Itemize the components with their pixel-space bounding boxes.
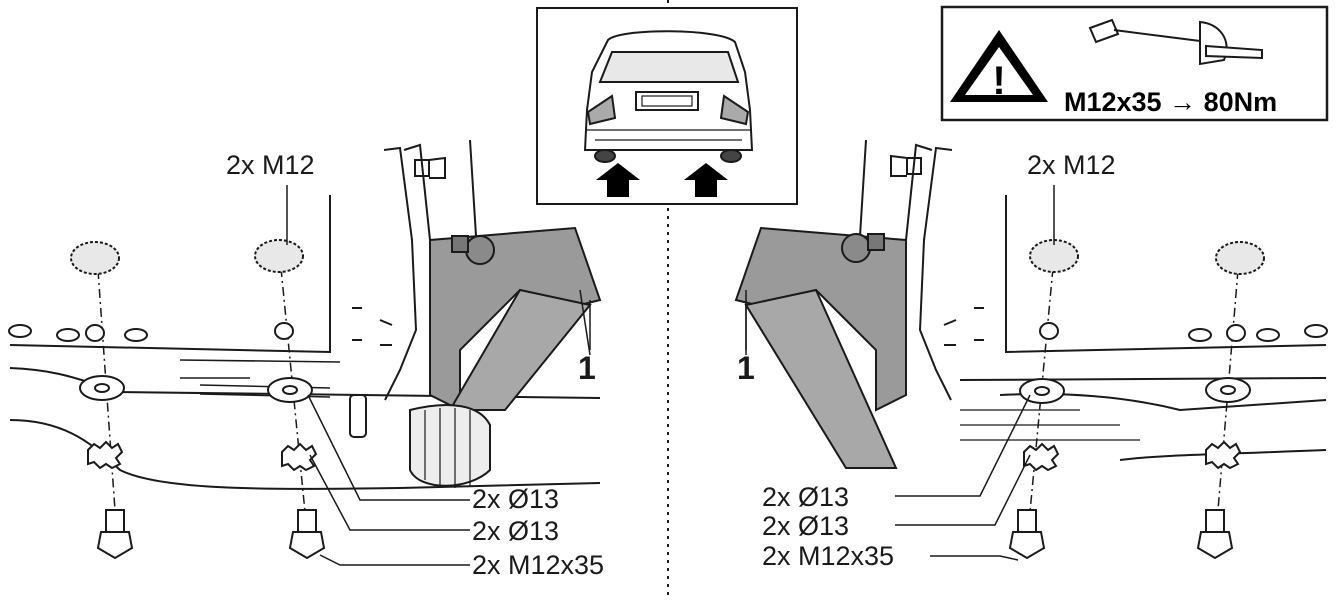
left-washer-label: 2x Ø13 <box>472 484 560 514</box>
left-fastener-stack-inner <box>254 239 326 560</box>
left-part-number: 1 <box>578 350 596 386</box>
right-washer-leader <box>895 394 1031 497</box>
up-arrow-icon <box>684 163 728 197</box>
left-bolt-label: 2x M12x35 <box>472 550 605 580</box>
left-washer-leader <box>307 394 470 501</box>
right-crossbar-part-1 <box>734 226 907 469</box>
left-lockwasher-label: 2x Ø13 <box>472 516 560 546</box>
left-lockwasher-leader <box>309 454 470 531</box>
right-lockwasher-leader <box>895 454 1031 526</box>
left-exhaust-pipe <box>349 394 491 488</box>
left-bolt-leader <box>319 554 470 566</box>
up-arrow-icon <box>596 163 640 197</box>
torque-spec-text: M12x35 → 80Nm <box>1064 87 1278 117</box>
right-lockwasher-label: 2x Ø13 <box>762 511 850 541</box>
car-rear-view-icon <box>583 30 754 163</box>
right-fastener-stack-inner <box>1008 239 1079 560</box>
right-nut-label: 2x M12 <box>1027 150 1116 180</box>
right-part-number: 1 <box>737 350 755 386</box>
right-bolt-label: 2x M12x35 <box>762 541 895 571</box>
left-crossbar-part-1 <box>429 226 602 412</box>
right-washer-label: 2x Ø13 <box>762 482 850 512</box>
right-frame-rail <box>959 195 1328 461</box>
torque-wrench-icon <box>1088 18 1263 66</box>
left-fastener-stack-outer <box>70 241 134 560</box>
left-nut-label: 2x M12 <box>226 150 315 180</box>
warning-exclamation: ! <box>992 59 1005 103</box>
right-bolt-leader <box>930 555 1019 561</box>
warning-triangle-icon <box>950 30 1048 102</box>
right-fastener-stack-outer <box>1196 241 1265 560</box>
